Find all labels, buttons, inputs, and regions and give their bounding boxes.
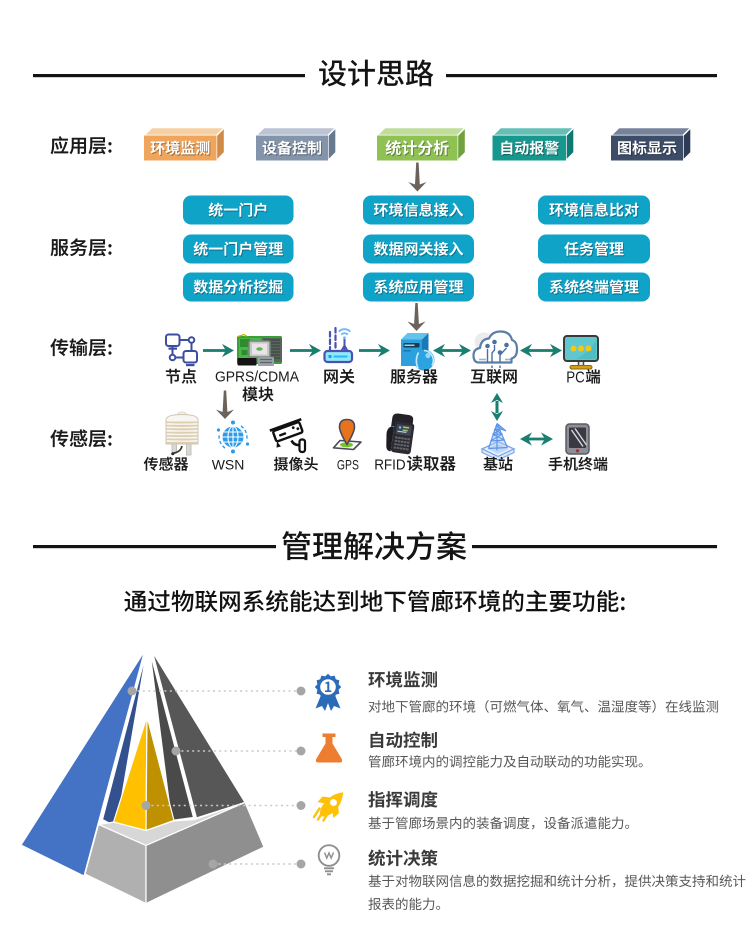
svg-text:PC: PC	[566, 369, 585, 386]
svg-text:GPS: GPS	[337, 457, 359, 473]
svg-text:RFID: RFID	[374, 458, 406, 474]
svg-text:GPRS/CDMA: GPRS/CDMA	[215, 370, 299, 386]
svg-text:WSN: WSN	[212, 457, 245, 473]
